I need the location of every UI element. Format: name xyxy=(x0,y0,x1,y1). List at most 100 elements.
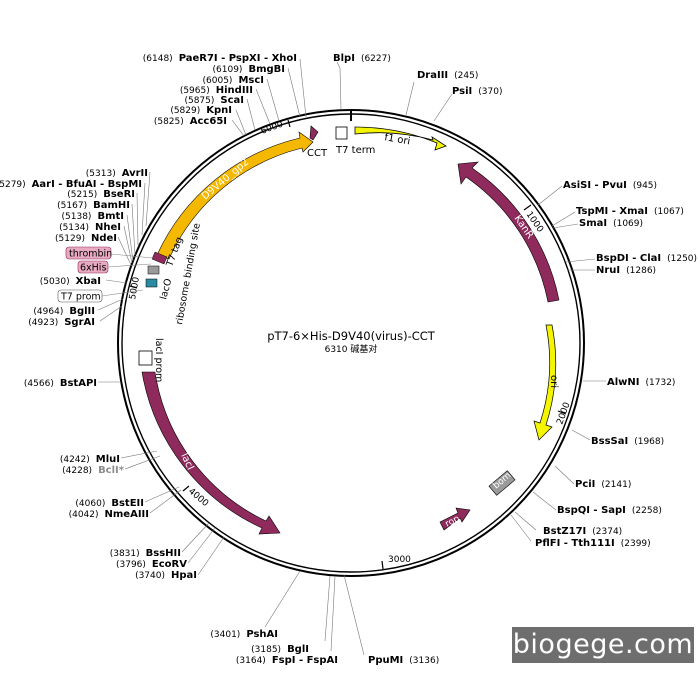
site-alwni-pos: (1732) xyxy=(646,378,676,388)
site-paer7i-pspxi-xhoi-name: PaeR7I - PspXI - XhoI xyxy=(179,53,297,64)
site-sgrai-name: SgrAI xyxy=(64,317,95,328)
site-draiii-name: DraIII xyxy=(417,70,448,81)
feature-d9v40-gp2 xyxy=(156,131,314,260)
site-asisi-pvui-name: AsiSI - PvuI xyxy=(563,180,627,191)
leader-kpni xyxy=(235,109,247,136)
site-acc65i-name: Acc65I xyxy=(190,116,227,127)
site-paer7i-pspxi-xhoi: (6148)PaeR7I - PspXI - XhoI xyxy=(143,53,297,64)
leader-bstz17i xyxy=(514,511,537,531)
leader-bspqi xyxy=(532,491,557,511)
site-fspi-fspai-name: FspI - FspAI xyxy=(272,655,338,666)
site-bmti-pos: (5138) xyxy=(62,212,92,222)
tag-label-t7-prom: T7 prom xyxy=(60,292,101,303)
site-bseri-name: BseRI xyxy=(103,189,135,200)
leader-bsssai xyxy=(571,429,591,441)
site-tspmi-xmai-name: TspMI - XmaI xyxy=(576,206,648,217)
site-bcli-name: BclI* xyxy=(98,465,125,476)
site-bseri: (5215)BseRI xyxy=(67,189,135,200)
site-hindiii-name: HindIII xyxy=(216,85,253,96)
site-hpai-name: HpaI xyxy=(171,570,197,581)
site-kpni: (5829) KpnI xyxy=(170,105,232,116)
tick-1000 xyxy=(523,204,532,211)
tag-leader-6xhis xyxy=(107,263,152,268)
site-xbai-pos: (5030) xyxy=(40,277,70,287)
tick-4000 xyxy=(182,485,190,492)
feature-laco xyxy=(147,265,160,275)
site-bglii: (4964)BglII xyxy=(33,306,95,317)
site-ppumi: PpuMI (3136) xyxy=(368,655,439,666)
site-msci: (6005)MscI xyxy=(203,75,265,86)
site-pcii-pos: (2141) xyxy=(601,480,631,490)
site-pcii: PciI(2141) xyxy=(575,479,631,490)
site-pflfi-tth111i-pos: (2399) xyxy=(621,539,651,549)
tick-label-6000: 6000 xyxy=(260,119,285,136)
feature-t7-term xyxy=(335,126,348,140)
site-bsssai-name: BssSaI xyxy=(591,436,628,447)
feature-label-laco: lacO xyxy=(158,277,174,300)
leader-xbai xyxy=(105,279,128,284)
site-bspdi-clai-name: BspDI - ClaI xyxy=(596,253,661,264)
site-nhei: (5134)NheI xyxy=(59,222,121,233)
site-bspqi-sapi-pos: (2258) xyxy=(632,506,662,516)
feature-f1-ori xyxy=(354,126,447,151)
leader-pcii xyxy=(554,465,575,485)
site-pshai: (3401)PshAI xyxy=(210,629,278,640)
site-acc65i: (5825)Acc65I xyxy=(154,116,227,127)
feature-t7-tag xyxy=(151,251,168,265)
site-xbai-name: XbaI xyxy=(76,276,101,287)
site-ppumi-name: PpuMI xyxy=(368,655,403,666)
site-bgli: (3185)BglI xyxy=(251,644,309,655)
leader-fspi xyxy=(330,575,336,652)
site-ppumi-pos: (3136) xyxy=(409,656,439,666)
site-ndei-name: NdeI xyxy=(91,233,117,244)
site-psii-name: PsiI xyxy=(452,86,472,97)
leader-hpai xyxy=(197,536,225,576)
leader-paer7i xyxy=(299,58,307,118)
tag-label-6xhis: 6xHis xyxy=(80,263,106,274)
site-bspqi-sapi: BspQI - SapI (2258) xyxy=(557,505,662,516)
feature-rbs xyxy=(145,278,158,288)
site-scai: (5875)ScaI xyxy=(184,95,244,106)
site-bgli-name: BglI xyxy=(287,644,309,655)
site-bsteii-name: BstEII xyxy=(111,498,144,509)
feature-rop xyxy=(439,507,471,531)
leader-asisi xyxy=(537,185,563,206)
site-asisi-pvui-pos: (945) xyxy=(633,181,657,191)
site-avrii-name: AvrII xyxy=(122,168,148,179)
site-pflfi-tth111i-name: PflFI - Tth111I xyxy=(535,538,615,549)
feature-label-f1-ori: f1 ori xyxy=(383,132,411,147)
site-mlui-pos: (4242) xyxy=(60,455,90,465)
site-bspqi-sapi-name: BspQI - SapI xyxy=(557,505,626,516)
site-bmti: (5138)BmtI xyxy=(62,211,124,222)
site-ecorv-name: EcoRV xyxy=(152,559,187,570)
tag-leader-thrombin xyxy=(110,253,154,259)
site-ndei-pos: (5129) xyxy=(55,234,85,244)
leader-hindiii xyxy=(255,88,271,125)
site-bglii-name: BglII xyxy=(69,306,95,317)
site-bsteii: (4060)BstEII xyxy=(75,498,144,509)
tag-leaders xyxy=(101,253,154,297)
site-nmeaiii-name: NmeAIII xyxy=(105,509,149,520)
tick-marks xyxy=(129,119,567,570)
plasmid-size: 6310 碱基对 xyxy=(325,343,378,355)
tag-thrombin xyxy=(65,246,112,260)
site-bamhi: (5167)BamHI xyxy=(57,200,130,211)
leader-tspmi xyxy=(551,211,576,227)
site-blpi-pos: (6227) xyxy=(361,54,391,64)
site-sgrai: (4923)SgrAI xyxy=(28,317,95,328)
site-nrui-name: NruI xyxy=(596,265,620,276)
leader-pshai xyxy=(264,570,301,628)
tag-leader-t7-prom xyxy=(101,289,144,297)
site-bsssai-pos: (1968) xyxy=(634,437,664,447)
site-kpni-pos: (5829) xyxy=(170,106,200,116)
backbone-inner-ring xyxy=(121,113,581,573)
leader-aari xyxy=(141,182,146,236)
leader-nhei xyxy=(123,225,133,264)
site-hpai: (3740)HpaI xyxy=(135,570,197,581)
site-bstapi-name: BstAPI xyxy=(60,378,97,389)
site-kpni-name: KpnI xyxy=(206,105,232,116)
site-psii-pos: (370) xyxy=(478,87,502,97)
leader-draiii xyxy=(405,81,415,116)
site-draiii-pos: (245) xyxy=(454,71,478,81)
